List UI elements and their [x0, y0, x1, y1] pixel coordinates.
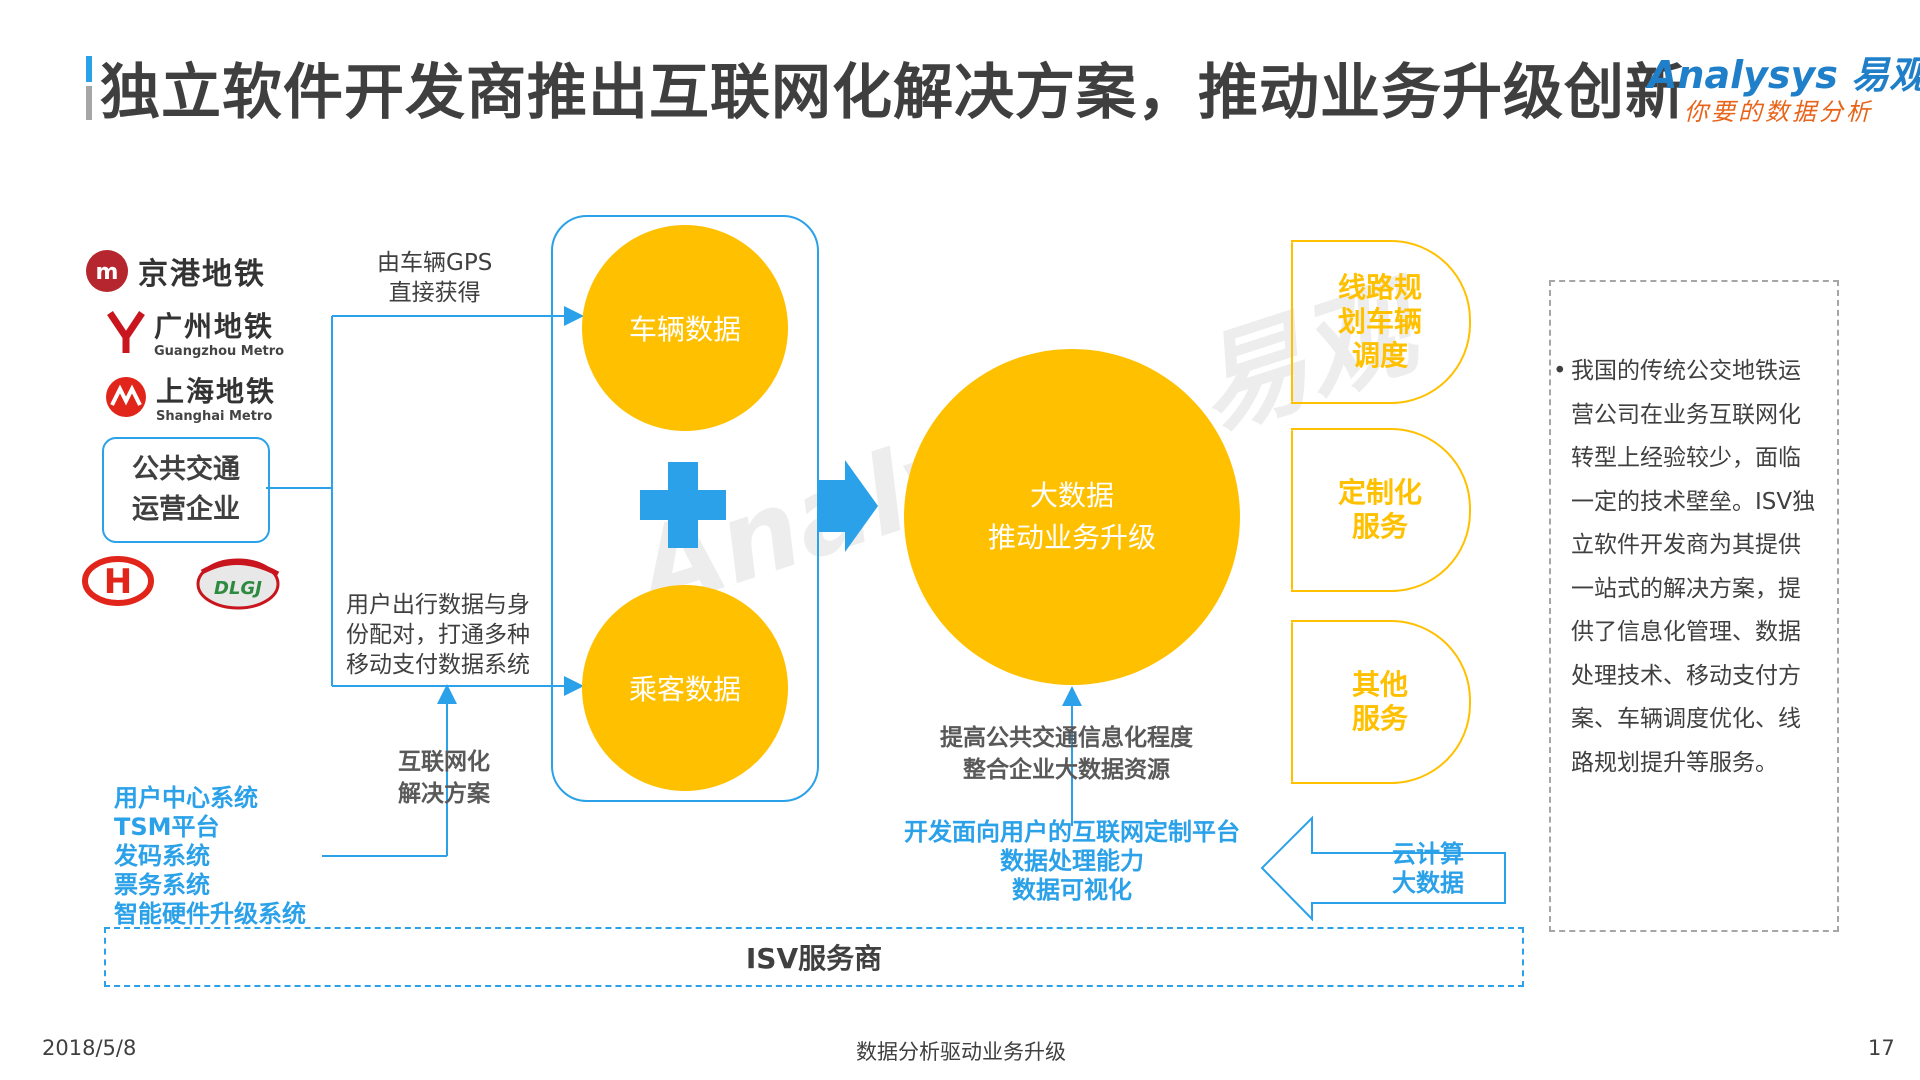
page-number: 17: [1868, 1036, 1895, 1060]
note-text: • 我国的传统公交地铁运营公司在业务互联网化转型上经验较少，面临一定的技术壁垒。…: [1553, 350, 1823, 785]
isv-provider-box: ISV服务商: [104, 927, 1524, 987]
vehicle-data-label: 车辆数据: [628, 313, 741, 346]
service-line: 调度: [1351, 339, 1408, 372]
list-item: 发码系统: [114, 842, 210, 870]
platform-note: 开发面向用户的互联网定制平台 数据处理能力 数据可视化: [902, 818, 1242, 905]
footer-date: 2018/5/8: [42, 1036, 137, 1060]
metro-name: 广州地铁: [154, 310, 275, 343]
isv-label: ISV服务商: [745, 942, 883, 975]
internet-solution-line2: 解决方案: [398, 781, 490, 807]
list-item: 票务系统: [114, 871, 210, 899]
big-data-circle: 大数据 推动业务升级: [904, 349, 1240, 685]
cloud-line1: 云计算: [1392, 840, 1464, 868]
improve-note: 提高公共交通信息化程度 整合企业大数据资源: [940, 722, 1193, 786]
service-other: 其他 服务: [1291, 620, 1471, 784]
gps-note-line1: 由车辆GPS: [377, 250, 493, 276]
passenger-note: 用户出行数据与身 份配对，打通多种 移动支付数据系统: [346, 590, 530, 680]
platform-line1: 开发面向用户的互联网定制平台: [904, 818, 1240, 846]
guangzhou-metro-icon: [107, 310, 145, 353]
list-item: 用户中心系统: [114, 784, 258, 812]
platform-line3: 数据可视化: [1012, 876, 1132, 904]
isv-systems-list: 用户中心系统 TSM平台 发码系统 票务系统 智能硬件升级系统: [114, 784, 306, 929]
service-line: 线路规: [1337, 271, 1422, 304]
service-line: 服务: [1351, 702, 1408, 735]
service-line: 服务: [1351, 510, 1408, 543]
service-customized: 定制化 服务: [1291, 428, 1471, 592]
cloud-note: 云计算 大数据: [1392, 840, 1464, 898]
vehicle-data-circle: 车辆数据: [582, 225, 788, 431]
gps-note: 由车辆GPS 直接获得: [377, 248, 492, 308]
service-line: 其他: [1351, 668, 1408, 701]
passenger-note-line3: 移动支付数据系统: [346, 652, 530, 678]
passenger-note-line1: 用户出行数据与身: [346, 592, 530, 618]
bullet-icon: •: [1553, 358, 1567, 384]
bus-company-logo-h: H: [82, 556, 154, 606]
service-line: 定制化: [1337, 476, 1422, 509]
gps-note-line2: 直接获得: [388, 280, 481, 306]
jinggang-metro-logo: m 京港地铁: [84, 248, 266, 294]
brand-slogan: 你要的数据分析: [1684, 98, 1873, 126]
big-data-line2: 推动业务升级: [987, 521, 1156, 554]
list-item: 智能硬件升级系统: [114, 900, 306, 928]
title-accent-bar-gray: [86, 86, 92, 120]
bus-company-box: 公共交通 运营企业: [102, 437, 270, 543]
cloud-line2: 大数据: [1392, 869, 1464, 897]
guangzhou-metro-logo: 广州地铁 Guangzhou Metro: [106, 305, 284, 358]
passenger-data-label: 乘客数据: [628, 673, 741, 706]
service-line: 划车辆: [1337, 305, 1422, 338]
internet-solution-label: 互联网化 解决方案: [398, 746, 490, 810]
svg-text:m: m: [96, 260, 119, 285]
improve-line1: 提高公共交通信息化程度: [940, 725, 1193, 751]
svg-text:H: H: [104, 562, 132, 602]
footer-center-text: 数据分析驱动业务升级: [856, 1040, 1066, 1064]
jinggang-metro-icon: m: [86, 250, 128, 292]
passenger-note-line2: 份配对，打通多种: [346, 622, 530, 648]
bus-company-line1: 公共交通: [132, 454, 240, 485]
note-content: 我国的传统公交地铁运营公司在业务互联网化转型上经验较少，面临一定的技术壁垒。IS…: [1571, 358, 1816, 776]
internet-solution-line1: 互联网化: [398, 749, 490, 775]
metro-name: 上海地铁: [156, 375, 277, 408]
page-title: 独立软件开发商推出互联网化解决方案，推动业务升级创新: [100, 58, 1686, 128]
metro-sub-name: Shanghai Metro: [156, 409, 273, 424]
metro-name: 京港地铁: [138, 257, 266, 292]
big-data-line1: 大数据: [1029, 479, 1114, 512]
passenger-data-circle: 乘客数据: [582, 585, 788, 791]
right-arrow-icon: [818, 460, 878, 552]
data-sources-box: [551, 215, 819, 802]
list-item: TSM平台: [114, 813, 220, 841]
shanghai-metro-icon: [106, 376, 146, 417]
platform-line2: 数据处理能力: [1000, 847, 1144, 875]
improve-line2: 整合企业大数据资源: [963, 757, 1170, 783]
left-arrow-icon: [1260, 815, 1506, 922]
shanghai-metro-logo: 上海地铁 Shanghai Metro: [104, 370, 276, 423]
note-box: [1549, 280, 1839, 932]
bus-company-line2: 运营企业: [132, 494, 240, 525]
service-route-planning: 线路规 划车辆 调度: [1291, 240, 1471, 404]
dlgj-logo-text: DLGJ: [214, 578, 262, 599]
brand-logo: Analysys 易观: [1648, 53, 1920, 97]
title-accent-bar: [86, 56, 92, 82]
metro-sub-name: Guangzhou Metro: [154, 344, 285, 359]
bus-company-logo-dlgj: DLGJ: [196, 558, 280, 610]
